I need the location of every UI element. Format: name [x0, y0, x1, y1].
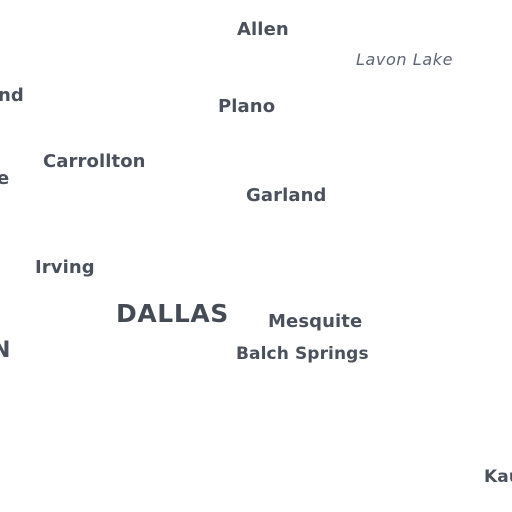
city-label-partial-left-1: nd — [0, 85, 24, 106]
city-label-plano: Plano — [218, 96, 276, 117]
city-label-balch-springs: Balch Springs — [236, 344, 369, 364]
city-label-irving: Irving — [35, 257, 95, 278]
city-label-partial-left-3: N — [0, 338, 11, 363]
lake-label-lavon-lake: Lavon Lake — [356, 50, 454, 69]
city-label-dallas: DALLAS — [116, 299, 229, 328]
city-label-partial-right-1: Kau — [484, 467, 512, 487]
city-label-partial-left-2: e — [0, 168, 10, 189]
city-label-carrollton: Carrollton — [43, 151, 146, 172]
city-label-allen: Allen — [237, 19, 289, 40]
city-label-mesquite: Mesquite — [268, 311, 363, 332]
city-label-garland: Garland — [246, 185, 327, 206]
